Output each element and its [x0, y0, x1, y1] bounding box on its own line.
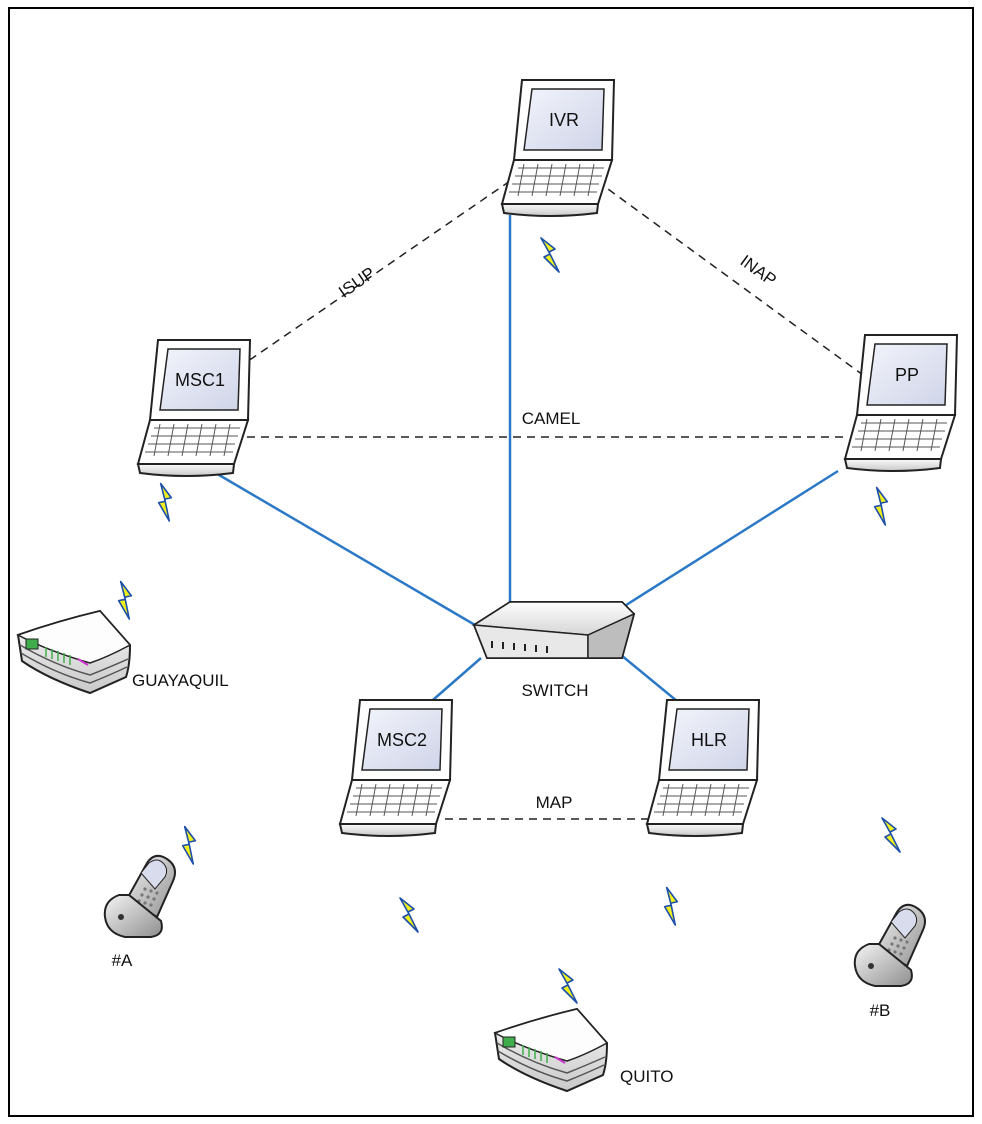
msc1-node: MSC1 — [137, 339, 251, 477]
quito-wireless-icon — [558, 968, 578, 1004]
map-link-label: MAP — [536, 793, 573, 812]
pp-wireless-icon — [867, 486, 895, 526]
diagram-border — [8, 7, 974, 1117]
ivr-node: IVR — [501, 79, 615, 217]
phone-a-label: #A — [112, 951, 133, 970]
inap-link — [596, 180, 864, 376]
guayaquil-router — [17, 610, 131, 694]
msc1-label: MSC1 — [175, 370, 225, 390]
switch-node: SWITCH — [471, 601, 636, 700]
pp-switch-link — [622, 469, 839, 609]
msc2-wireless-icon — [399, 897, 419, 933]
msc1-wireless-icon — [151, 482, 179, 522]
phone-b — [853, 903, 926, 987]
hlr-wireless-icon — [657, 886, 685, 926]
phone-a — [103, 854, 176, 938]
switch-label: SWITCH — [521, 681, 588, 700]
network-links — [213, 215, 839, 721]
quito-label: QUITO — [620, 1067, 674, 1086]
ivr-label: IVR — [549, 110, 579, 130]
inap-link-label: INAP — [737, 251, 780, 290]
msc2-node: MSC2 — [339, 699, 453, 837]
signaling-links — [237, 180, 864, 820]
pp-label: PP — [895, 365, 919, 385]
phone-b-label: #B — [870, 1001, 891, 1020]
hlr-node: HLR — [646, 699, 760, 837]
quito-router — [494, 1008, 608, 1092]
ivr-wireless-icon — [540, 237, 560, 273]
msc1-switch-link — [213, 470, 476, 627]
camel-link-label: CAMEL — [522, 409, 581, 428]
hlr-label: HLR — [691, 730, 727, 750]
guayaquil-label: GUAYAQUIL — [132, 671, 229, 690]
pp-node: PP — [844, 334, 958, 472]
isup-link-label: ISUP — [335, 263, 378, 301]
phone-b-wireless-icon — [881, 817, 901, 853]
phone-a-wireless-icon — [175, 825, 203, 865]
msc2-label: MSC2 — [377, 730, 427, 750]
guayaquil-wireless-icon — [111, 580, 139, 620]
